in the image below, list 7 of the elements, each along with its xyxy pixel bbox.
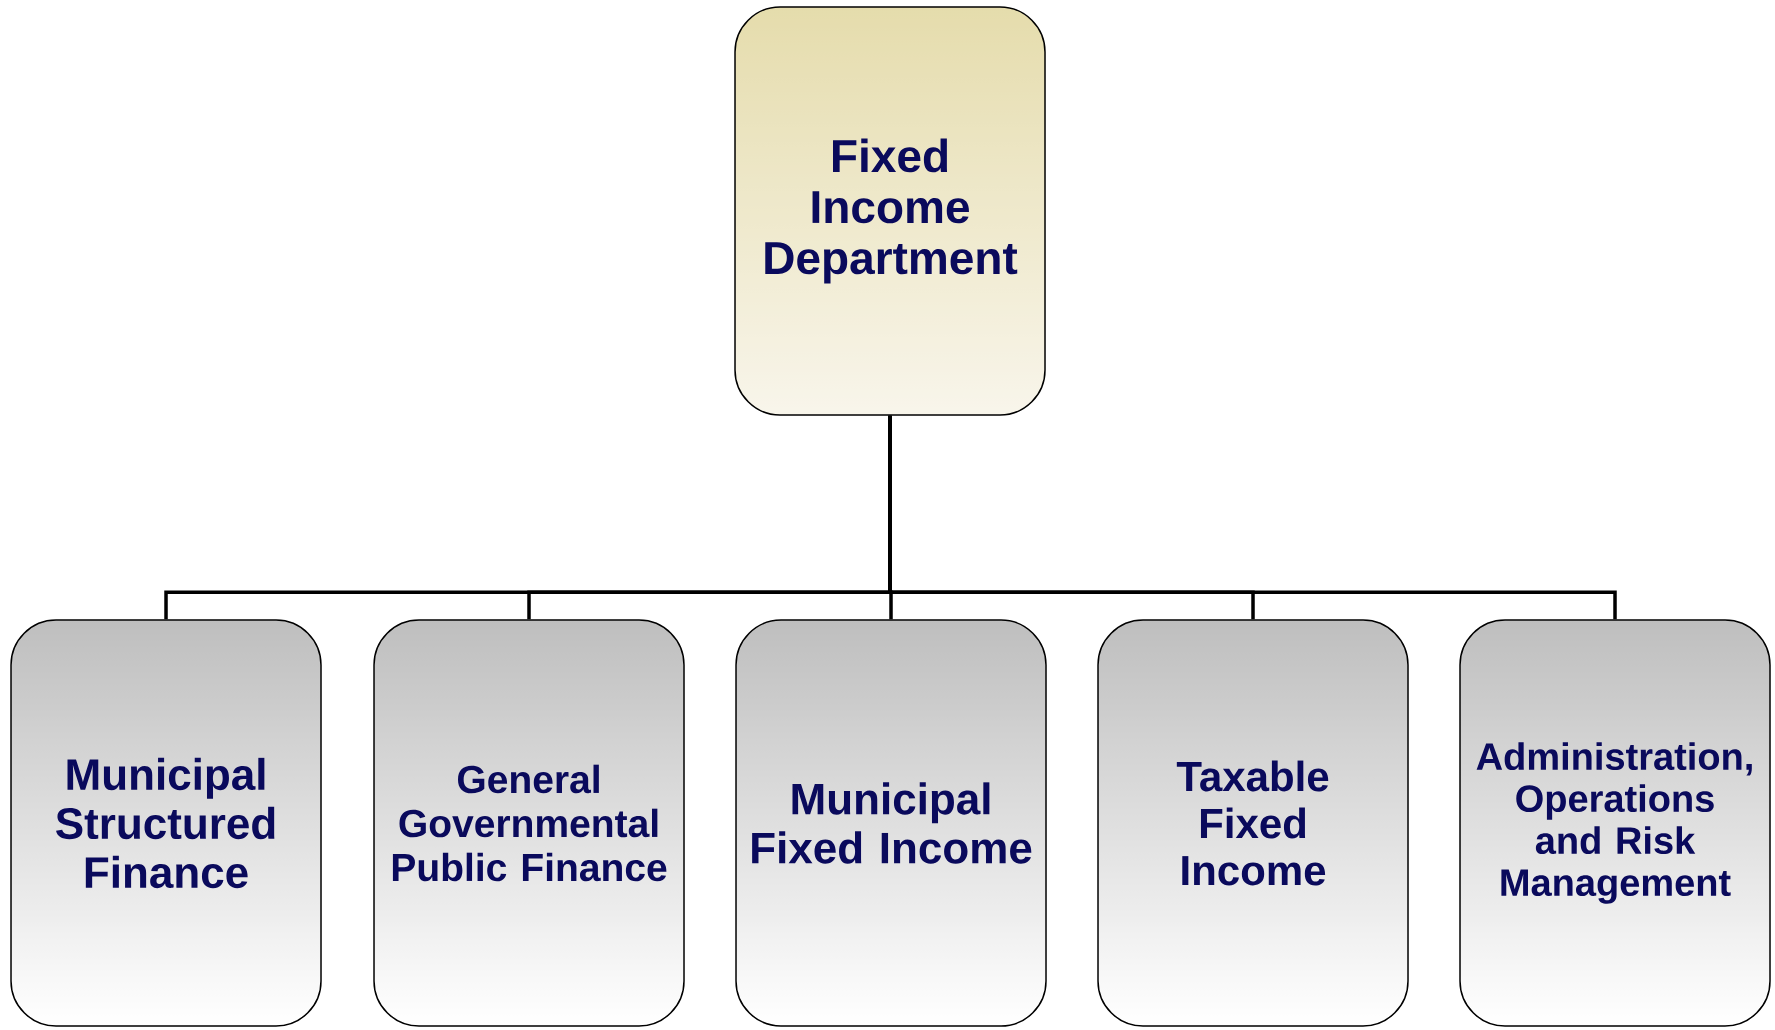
- org-box: Administration, Operations and Risk Management: [1459, 619, 1771, 1027]
- connector-line: [888, 415, 1617, 620]
- org-box: General Governmental Public Finance: [373, 619, 685, 1027]
- org-box: Taxable Fixed Income: [1097, 619, 1409, 1027]
- org-box: Municipal Structured Finance: [10, 619, 322, 1027]
- org-box: Municipal Fixed Income: [735, 619, 1047, 1027]
- org-box: Fixed Income Department: [734, 6, 1046, 416]
